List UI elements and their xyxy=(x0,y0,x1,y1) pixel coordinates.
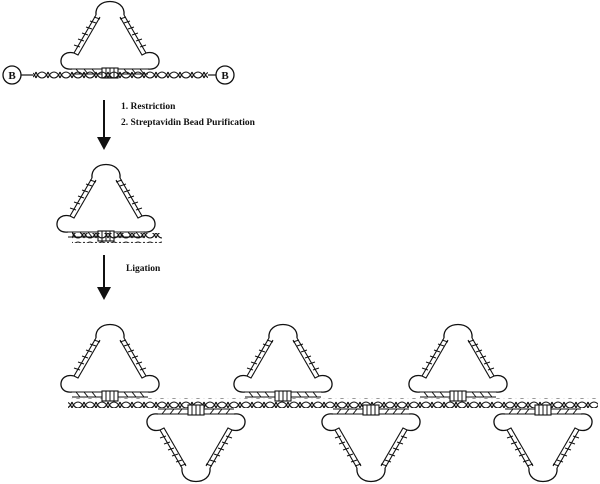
biotin-bead-icon xyxy=(215,65,235,85)
stage2-construct xyxy=(56,163,162,243)
triangle-motif-down xyxy=(321,404,421,483)
step-purification-label: 2. Streptavidin Bead Purification xyxy=(121,118,256,128)
down-arrow-icon xyxy=(97,100,111,150)
triangle-motif-up xyxy=(60,323,160,402)
triangle-motif-up xyxy=(233,323,333,402)
dna-duplex xyxy=(33,70,208,80)
bead-label-left: B xyxy=(8,70,16,82)
triangle-motif xyxy=(60,0,160,79)
biotin-bead-right: B xyxy=(215,65,235,85)
down-arrow-icon xyxy=(97,255,111,300)
polymer-backbone xyxy=(68,398,598,408)
dna-duplex xyxy=(72,233,162,243)
bead-label-right: B xyxy=(221,70,229,82)
step-ligation-label: Ligation xyxy=(126,264,161,274)
biotin-bead-left: B xyxy=(2,65,22,85)
triangle-motif-down xyxy=(146,404,246,483)
stage1-construct: B B xyxy=(2,0,235,85)
step-restriction-label: 1. Restriction xyxy=(121,102,176,112)
biotin-bead-icon xyxy=(2,65,22,85)
triangle-motif xyxy=(56,163,156,242)
triangle-motif-down xyxy=(493,404,593,483)
stage3-polymer xyxy=(60,323,598,483)
triangle-motif-up xyxy=(408,323,508,402)
